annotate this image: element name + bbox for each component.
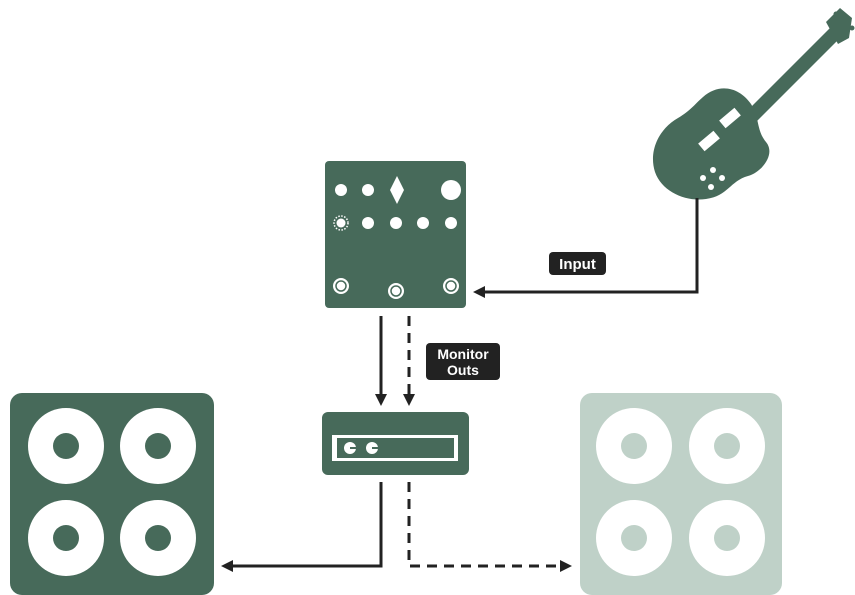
pedal-knob: [362, 217, 374, 229]
monitor-outs-label-line2: Outs: [447, 362, 479, 378]
pedal-knob: [445, 217, 457, 229]
tuning-peg: [849, 25, 855, 31]
guitar-neck: [728, 26, 842, 140]
pedal-selector: [390, 176, 404, 204]
pedal-large-knob: [441, 180, 461, 200]
interface-panel-inner: [337, 438, 454, 458]
pedal-led: [336, 218, 346, 228]
input-label: Input: [549, 252, 606, 275]
monitor-cable-arrow: [407, 482, 572, 572]
monitor-speaker-cone: [689, 500, 765, 576]
electric-guitar-icon: [652, 8, 855, 200]
guitar-knob: [719, 175, 725, 181]
monitor-speaker-cone: [689, 408, 765, 484]
speaker-cone: [120, 408, 196, 484]
cabinet-cable-arrow: [221, 482, 383, 572]
pedal-knob: [335, 184, 347, 196]
pedal-knob: [417, 217, 429, 229]
guitar-headstock: [826, 8, 852, 44]
guitar-knob: [710, 167, 716, 173]
audio-interface-icon: [322, 412, 469, 475]
guitar-knob: [708, 184, 714, 190]
input-label-text: Input: [559, 256, 596, 273]
guitar-pickup: [698, 130, 720, 152]
monitor-outs-label: Monitor Outs: [426, 343, 500, 380]
monitor-speaker-cabinet-icon: [580, 393, 782, 595]
guitar-knob: [700, 175, 706, 181]
input-label-bg: [549, 252, 606, 275]
effects-pedal-icon: [325, 161, 466, 308]
monitor-outs-label-line1: Monitor: [437, 346, 489, 362]
pedal-body: [325, 161, 466, 308]
speaker-cone: [28, 408, 104, 484]
pedal-led-ring: [333, 215, 349, 231]
monitor-speaker-cone: [596, 500, 672, 576]
monitor-outs-label-bg: [426, 343, 500, 380]
input-cable-arrow: [473, 198, 699, 298]
pedal-knob: [362, 184, 374, 196]
tuning-peg: [833, 11, 839, 17]
footswitch: [388, 283, 404, 299]
speaker-cone: [120, 500, 196, 576]
guitar-pickup: [719, 107, 741, 129]
pedal-knob: [390, 217, 402, 229]
footswitch: [333, 278, 349, 294]
speaker-cabinet-icon: [10, 393, 214, 595]
footswitch: [443, 278, 459, 294]
speaker-cone: [28, 500, 104, 576]
monitor-speaker-cone: [596, 408, 672, 484]
